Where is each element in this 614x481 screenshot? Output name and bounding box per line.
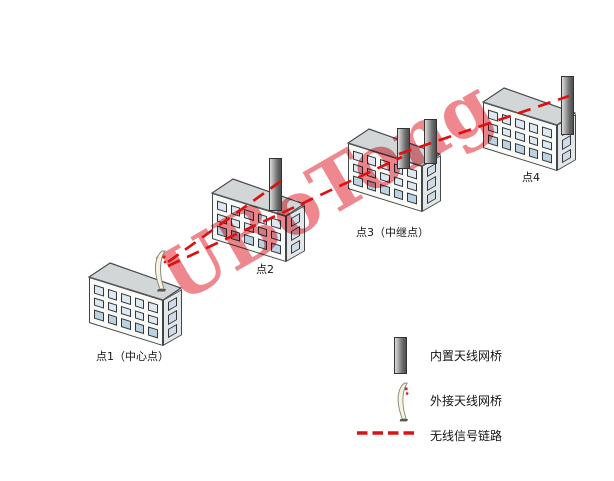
window [244, 234, 254, 247]
window [353, 150, 363, 163]
builtin-antenna-icon [561, 76, 574, 135]
window [501, 126, 512, 139]
window [515, 143, 525, 156]
window [217, 225, 227, 238]
window [407, 167, 417, 180]
window [407, 192, 417, 205]
window [134, 297, 145, 309]
legend-external-antenna-bridge-icon [397, 382, 409, 422]
window [134, 309, 145, 322]
window [107, 314, 118, 326]
window [407, 180, 417, 192]
window [488, 109, 498, 122]
window [107, 301, 118, 314]
window [427, 162, 436, 178]
window [528, 147, 539, 160]
window [168, 310, 177, 325]
window [121, 293, 131, 305]
window [562, 135, 571, 150]
legend-builtin-antenna-label: 内置天线网桥 [430, 349, 503, 363]
window [366, 180, 377, 192]
window [515, 118, 525, 130]
legend-external-antenna-label: 外接天线网桥 [430, 394, 503, 408]
window [501, 139, 512, 151]
builtin-antenna-icon [397, 128, 410, 169]
building-side-face [286, 205, 305, 262]
window [291, 239, 300, 255]
window [148, 301, 158, 314]
window [148, 314, 158, 326]
window [528, 134, 539, 147]
window [542, 126, 552, 139]
window [217, 200, 227, 213]
window [168, 323, 177, 339]
builtin-antenna-icon [424, 119, 437, 164]
building-side-face [163, 289, 182, 346]
window [366, 154, 377, 167]
window [230, 204, 241, 217]
window [121, 305, 131, 318]
watermark-text: UBoTong [145, 61, 507, 319]
label-point3: 点3（中继点） [356, 226, 429, 239]
window [244, 209, 254, 221]
window [121, 318, 131, 331]
window [134, 322, 145, 335]
builtin-antenna-icon [269, 158, 282, 211]
label-point1: 点1（中心点） [96, 350, 169, 363]
window [488, 122, 498, 134]
window [230, 217, 241, 230]
window [501, 113, 512, 126]
window [542, 151, 552, 164]
window [542, 139, 552, 151]
window [271, 217, 281, 230]
window [94, 284, 104, 297]
window [271, 242, 281, 255]
window [217, 213, 227, 225]
window [257, 238, 268, 251]
window [488, 134, 498, 147]
window [271, 230, 281, 242]
building-point2 [211, 178, 306, 264]
window [380, 171, 390, 184]
window [257, 225, 268, 238]
window [107, 288, 118, 301]
label-point2: 点2 [256, 263, 274, 276]
window [353, 175, 363, 188]
window [94, 309, 104, 322]
legend-builtin-antenna-bridge-icon [394, 337, 407, 374]
window [291, 226, 300, 241]
window [257, 213, 268, 225]
window [393, 175, 404, 188]
window [393, 188, 404, 201]
building-point1 [88, 262, 183, 348]
window [562, 148, 571, 164]
window [515, 130, 525, 143]
window [244, 221, 254, 234]
legend-wireless-signal-link-icon [357, 431, 414, 435]
window [168, 296, 177, 312]
window [230, 230, 241, 242]
window [148, 326, 158, 339]
external-antenna-icon [154, 250, 167, 292]
window [427, 189, 436, 205]
window [528, 122, 539, 134]
window [366, 167, 377, 180]
legend-wireless-link-label: 无线信号链路 [430, 429, 503, 443]
window [94, 297, 104, 309]
window [353, 163, 363, 175]
window [291, 212, 300, 228]
label-point4: 点4 [522, 171, 540, 184]
window [427, 176, 436, 191]
window [380, 184, 390, 197]
window [380, 159, 390, 171]
